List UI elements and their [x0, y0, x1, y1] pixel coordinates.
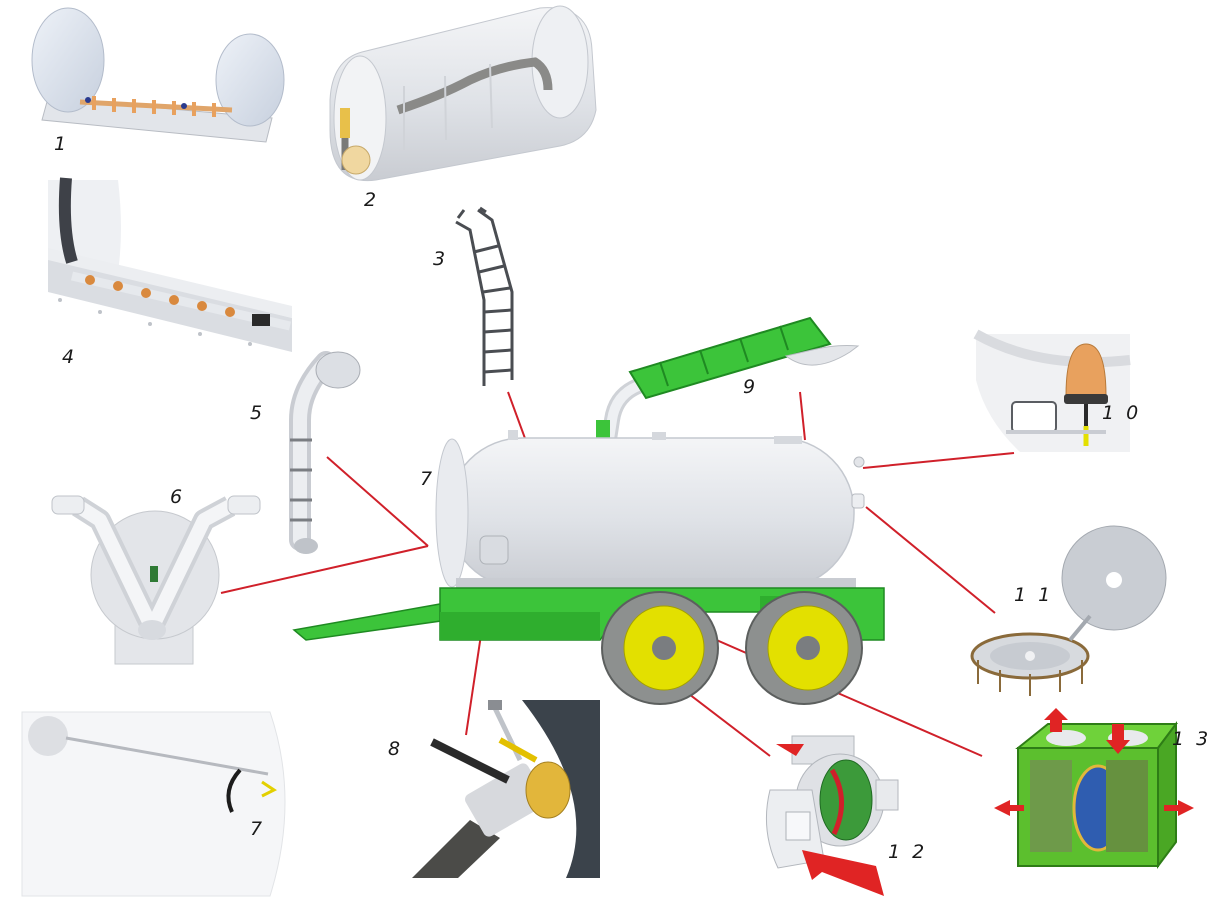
leader-line-10	[862, 452, 1015, 469]
callout-1: 1	[54, 133, 70, 155]
callout-9: 9	[743, 376, 759, 398]
component-2-tank-cutaway	[329, 5, 597, 182]
callout-7-indicator: 7	[250, 818, 266, 840]
component-3-ladder	[455, 206, 514, 386]
callout-11: 1 1	[1014, 584, 1054, 606]
callout-10: 1 0	[1102, 402, 1142, 424]
callout-4: 4	[62, 346, 78, 368]
callout-12: 1 2	[888, 841, 928, 863]
component-6-v-pipe	[51, 495, 261, 665]
callout-2: 2	[364, 189, 380, 211]
component-12-pump	[765, 735, 899, 896]
leader-line-11	[865, 506, 996, 614]
component-7-level-indicator	[21, 711, 286, 897]
component-13-pump-housing	[994, 708, 1194, 869]
component-4-pipe-detail	[48, 177, 292, 352]
callout-13: 1 3	[1172, 728, 1212, 750]
component-8-valve	[412, 700, 600, 878]
main-tanker	[435, 430, 865, 589]
wheels	[601, 591, 863, 705]
callout-8: 8	[388, 738, 404, 760]
leader-line-5	[326, 456, 429, 547]
component-11-manhole	[970, 525, 1167, 696]
callout-6: 6	[170, 486, 186, 508]
component-10-beacon	[973, 329, 1131, 452]
component-1-tank-ends	[31, 7, 285, 143]
leader-line-9	[799, 391, 806, 441]
callout-5: 5	[250, 402, 266, 424]
callout-3: 3	[433, 248, 449, 270]
leader-line-6	[220, 545, 429, 594]
callout-7-tank: 7	[420, 468, 436, 490]
component-5-suction-arm	[289, 351, 361, 554]
